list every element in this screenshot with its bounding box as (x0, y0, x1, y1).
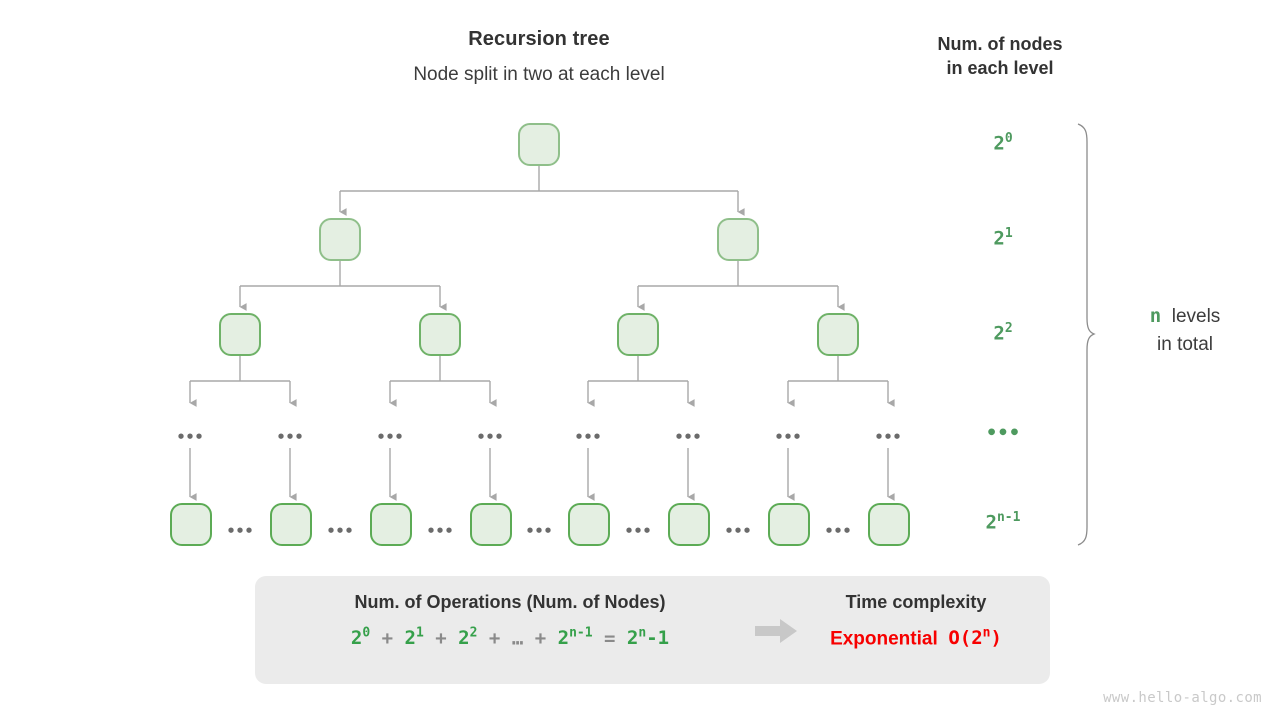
level-count-base: 2 (993, 227, 1005, 250)
ellipsis-mark: ••• (774, 428, 801, 446)
tree-node[interactable] (568, 503, 610, 546)
tree-node[interactable] (419, 313, 461, 356)
tree-node[interactable] (370, 503, 412, 546)
level-count-exp: 2 (1004, 321, 1013, 336)
tree-node[interactable] (518, 123, 560, 166)
tree-node[interactable] (768, 503, 810, 546)
column-heading: Num. of nodes in each level (900, 32, 1100, 81)
level-count-base: 2 (993, 322, 1005, 345)
ellipsis-mark: ••• (624, 522, 651, 540)
formula-dots: … (511, 626, 524, 649)
tree-node[interactable] (817, 313, 859, 356)
verdict-bigo: O(2n) (948, 625, 1002, 649)
level-count-0: 20 (943, 131, 1063, 154)
ellipsis-mark: ••• (824, 522, 851, 540)
level-count-base: 2 (985, 511, 997, 534)
operations-formula: 20 + 21 + 22 + … + 2n-1 = 2n-1 (273, 626, 747, 650)
levels-word: levels (1171, 306, 1221, 327)
bottom-row-ellipses: ••• ••• ••• ••• ••• ••• ••• (226, 522, 851, 540)
column-heading-line2: in each level (946, 58, 1054, 79)
level-count-dots: ••• (985, 422, 1021, 444)
level-count-exp: 0 (1004, 131, 1013, 146)
ellipsis-mark: ••• (276, 428, 303, 446)
tree-node[interactable] (868, 503, 910, 546)
ellipsis-mark: ••• (376, 428, 403, 446)
tree-node[interactable] (219, 313, 261, 356)
ellipsis-mark: ••• (326, 522, 353, 540)
ellipsis-mark: ••• (525, 522, 552, 540)
formula-term-4: 2n-1 (557, 625, 593, 649)
levels-total-annotation: n levels in total (1100, 303, 1270, 358)
page-subtitle: Node split in two at each level (413, 64, 665, 85)
column-heading-line1: Num. of nodes (937, 34, 1063, 54)
ellipsis-mark: ••• (724, 522, 751, 540)
ellipsis-mark: ••• (874, 428, 901, 446)
tree-node[interactable] (170, 503, 212, 546)
tree-node[interactable] (470, 503, 512, 546)
formula-term-3: 22 (458, 625, 478, 649)
page-title: Recursion tree (468, 28, 610, 50)
tree-nodes (170, 123, 910, 546)
ellipsis-mark: ••• (574, 428, 601, 446)
formula-op-2: + (435, 626, 447, 649)
level-count-exp: 1 (1004, 226, 1013, 241)
tree-node[interactable] (319, 218, 361, 261)
verdict-word: Exponential (830, 627, 938, 649)
ellipsis-mark: ••• (226, 522, 253, 540)
level-count-1: 21 (943, 226, 1063, 249)
operations-heading: Num. of Operations (Num. of Nodes) (354, 592, 666, 612)
operations-block: Num. of Operations (Num. of Nodes) 20 + … (273, 592, 747, 650)
tree-node[interactable] (617, 313, 659, 356)
ellipsis-mark: ••• (476, 428, 503, 446)
level-count-2: 22 (943, 321, 1063, 344)
tree-ellipsis-row: ••• ••• ••• ••• ••• ••• ••• ••• (176, 428, 901, 446)
arrow-right-icon (755, 619, 797, 643)
formula-equals: = (604, 626, 616, 649)
ellipsis-mark: ••• (674, 428, 701, 446)
formula-term-1: 20 (350, 625, 371, 649)
formula-op-4: + (534, 626, 547, 649)
summary-panel: Num. of Operations (Num. of Nodes) 20 + … (255, 576, 1050, 684)
levels-variable: n (1149, 305, 1162, 327)
level-brace (1077, 123, 1096, 546)
ellipsis-mark: ••• (176, 428, 203, 446)
formula-result: 2n-1 (626, 625, 670, 649)
formula-op-3: + (488, 626, 501, 649)
levels-total-line2: in total (1157, 333, 1213, 355)
tree-node[interactable] (717, 218, 759, 261)
levels-total-line1: n levels (1100, 303, 1270, 331)
complexity-block: Time complexity Exponential O(2n) (797, 592, 1035, 651)
level-count-last: 2n-1 (943, 510, 1063, 533)
formula-op-1: + (381, 626, 394, 649)
tree-node[interactable] (668, 503, 710, 546)
tree-node[interactable] (270, 503, 312, 546)
level-count-exp: n-1 (996, 510, 1021, 525)
ellipsis-mark: ••• (426, 522, 453, 540)
tree-connectors (189, 165, 895, 501)
complexity-heading: Time complexity (845, 592, 987, 612)
watermark: www.hello-algo.com (1103, 690, 1262, 706)
level-count-base: 2 (993, 132, 1005, 155)
formula-term-2: 21 (404, 625, 424, 649)
complexity-verdict: Exponential O(2n) (797, 626, 1035, 651)
